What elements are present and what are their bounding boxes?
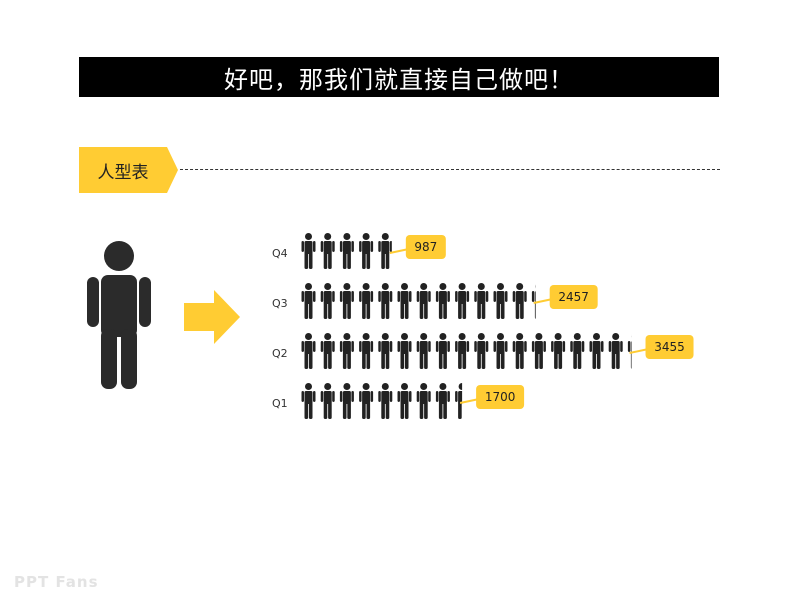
person-icon [455,283,470,319]
person-icon [320,233,335,269]
value-callout [405,235,446,259]
section-tag: 人型表 [79,147,178,193]
person-icon [301,333,316,369]
person-icon [359,283,374,319]
arrow-right-icon [184,290,240,344]
person-icon [512,283,527,319]
person-icon [474,283,489,319]
person-icon [339,333,354,369]
person-icon [359,233,374,269]
section-label: 人型表 [97,162,149,183]
person-icon [397,383,412,419]
person-icon [455,333,470,369]
category-label: Q2 [272,347,288,360]
value-callout [549,285,598,309]
person-icon-partial [378,233,392,269]
person-icon [551,333,566,369]
title-bar: 好吧，那我们就直接自己做吧！ [79,57,719,97]
person-icon [378,333,393,369]
value-label: 2457 [558,290,589,304]
person-icon [512,333,527,369]
person-icon [359,383,374,419]
section-tag-shape [79,147,178,193]
person-icon [416,333,431,369]
person-icon [301,383,316,419]
person-icon-partial [455,383,463,419]
value-label: 1700 [485,390,516,404]
person-icon [474,333,489,369]
chart-row-q2: Q2 3455 [272,333,694,369]
person-icon [397,283,412,319]
person-icon [397,333,412,369]
person-icon [339,383,354,419]
person-icon [378,283,393,319]
person-icon [570,333,585,369]
person-icon [416,383,431,419]
chart-row-q3: Q3 2457 [272,283,598,319]
value-callout [645,335,694,359]
person-icon [320,283,335,319]
category-label: Q3 [272,297,288,310]
page-title: 好吧，那我们就直接自己做吧！ [224,65,574,94]
section-divider [180,169,720,170]
category-label: Q4 [272,247,288,260]
person-icon [493,283,508,319]
category-label: Q1 [272,397,288,410]
person-icon [608,333,623,369]
person-icon [589,333,604,369]
person-icon [435,333,450,369]
person-icon-partial [531,285,536,319]
person-icon [320,333,335,369]
person-icon [493,333,508,369]
person-icon [301,233,316,269]
person-icon [320,383,335,419]
person-icon [301,283,316,319]
value-callout [476,385,525,409]
person-icon [339,283,354,319]
value-label: 987 [414,240,437,254]
person-icon [87,241,151,389]
person-icon [378,383,393,419]
person-icon [416,283,431,319]
person-icon [339,233,354,269]
person-icon [435,283,450,319]
person-icon [531,333,546,369]
person-icon [435,383,450,419]
person-icon-partial [627,335,632,369]
chart-row-q4: Q4 987 [272,233,446,269]
value-label: 3455 [654,340,685,354]
chart-row-q1: Q1 1700 [272,383,525,419]
watermark: PPT Fans [14,573,99,591]
person-icon [359,333,374,369]
